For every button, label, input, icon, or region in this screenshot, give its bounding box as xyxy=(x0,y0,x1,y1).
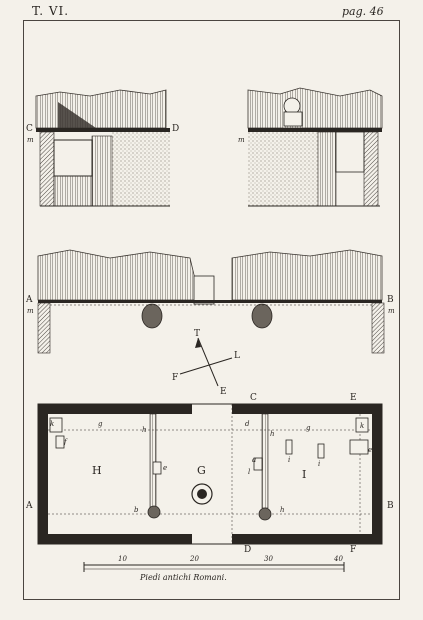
section-ab xyxy=(37,249,385,354)
plan-small-label: e xyxy=(368,446,373,454)
plate-number: T. VI. xyxy=(32,4,70,18)
scale-tick-10: 10 xyxy=(118,555,127,563)
scale-tick-40: 40 xyxy=(334,555,343,563)
compass-south-label: E xyxy=(220,387,227,397)
plan-small-label: k xyxy=(50,420,55,428)
plan-small-label: k xyxy=(360,422,365,430)
plan-label-a: A xyxy=(26,501,33,511)
room-i-label: I xyxy=(302,468,307,481)
plan-small-label: e xyxy=(163,464,168,472)
plan-small-label: b xyxy=(134,506,139,514)
plan-label-d: D xyxy=(244,545,252,555)
scale-tick-30: 30 xyxy=(264,555,273,563)
section-cd-left-sub: m xyxy=(27,136,34,144)
floor-plan xyxy=(37,403,383,572)
plan-small-label: d xyxy=(245,420,250,428)
room-h-label: H xyxy=(92,464,102,477)
page-number: pag. 46 xyxy=(342,5,384,18)
plan-small-label: h xyxy=(142,426,147,434)
section-cd-right-sub: m xyxy=(238,136,245,144)
compass-north-label: T xyxy=(194,329,201,339)
compass-east-label: L xyxy=(234,351,240,361)
plan-small-label: g xyxy=(306,424,311,432)
plan-label-f: F xyxy=(350,545,357,555)
plate-frame xyxy=(23,20,400,600)
plan-small-label: h xyxy=(280,506,285,514)
compass-rose xyxy=(179,337,233,387)
scale-caption: Piedi antichi Romani. xyxy=(140,573,227,582)
plan-small-label: f xyxy=(64,438,67,446)
section-ab-right-sub: m xyxy=(388,307,395,315)
plan-small-label: h xyxy=(270,430,275,438)
section-cd xyxy=(35,87,383,207)
section-cd-right-letter: D xyxy=(172,124,180,134)
plan-label-b: B xyxy=(387,501,394,511)
plan-small-label: l xyxy=(248,468,251,476)
plan-small-label: i xyxy=(318,460,321,468)
plan-small-label: i xyxy=(288,456,291,464)
scale-tick-20: 20 xyxy=(190,555,199,563)
section-ab-left-letter: A xyxy=(26,295,33,305)
plan-label-c: C xyxy=(250,393,257,403)
plan-label-e: E xyxy=(350,393,357,403)
compass-west-label: F xyxy=(172,373,179,383)
room-g-label: G xyxy=(197,464,206,477)
plan-small-label: a xyxy=(252,456,257,464)
section-cd-left-letter: C xyxy=(26,124,33,134)
section-ab-right-letter: B xyxy=(387,295,394,305)
section-ab-left-sub: m xyxy=(27,307,34,315)
plan-small-label: g xyxy=(98,420,103,428)
